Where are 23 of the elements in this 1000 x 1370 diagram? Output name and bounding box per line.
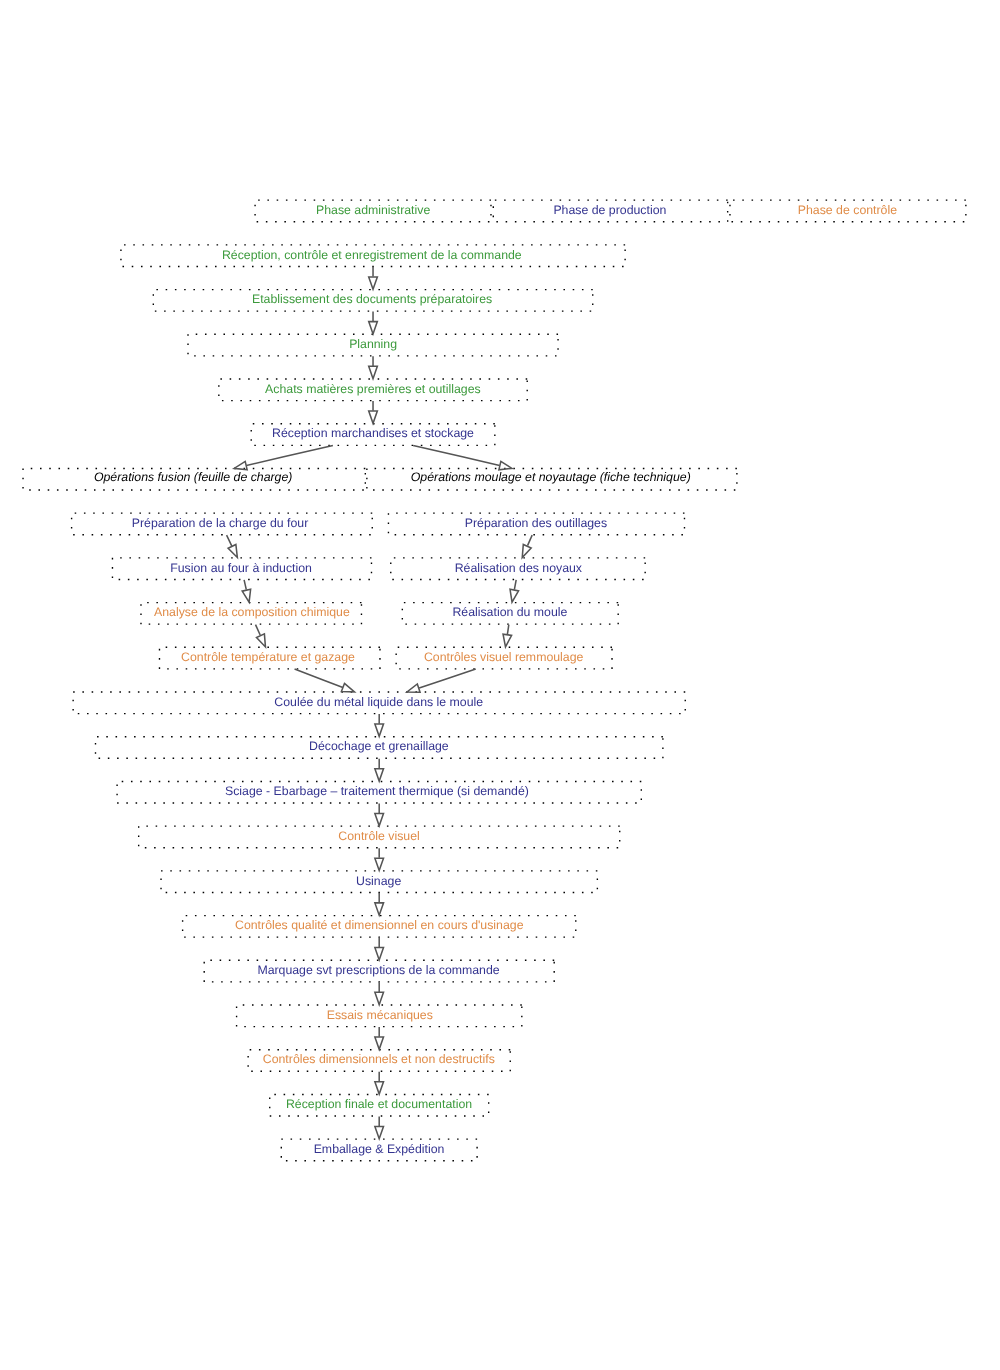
arrow: [373, 980, 385, 1006]
arrow: [231, 443, 334, 470]
arrow: [367, 265, 379, 291]
arrow: [240, 578, 252, 604]
arrow: [373, 891, 385, 917]
arrow: [373, 756, 385, 783]
arrow: [521, 533, 533, 559]
arrow: [373, 846, 385, 872]
arrow: [373, 1025, 385, 1051]
arrow: [404, 667, 477, 692]
arrow: [225, 533, 239, 559]
arrow: [254, 622, 267, 649]
arrow: [367, 309, 379, 336]
arrow: [373, 801, 385, 828]
arrow: [412, 443, 515, 470]
arrow: [293, 667, 357, 692]
arrow: [373, 935, 385, 962]
arrow: [373, 1069, 385, 1096]
arrow: [509, 578, 520, 604]
arrow: [373, 1114, 385, 1141]
arrow: [373, 712, 385, 738]
arrow: [367, 399, 379, 425]
arrow: [367, 354, 379, 380]
